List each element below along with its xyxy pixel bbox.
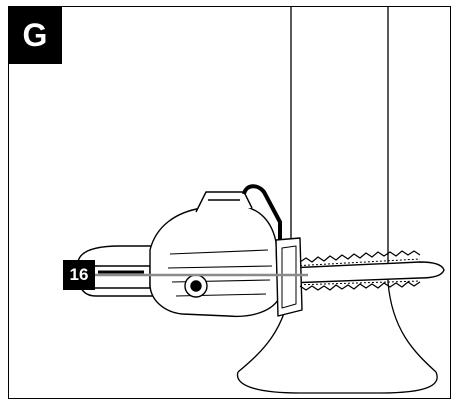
callout-number: 16	[63, 260, 95, 290]
chainsaw-icon	[76, 184, 445, 318]
figure-label: G	[8, 6, 62, 64]
